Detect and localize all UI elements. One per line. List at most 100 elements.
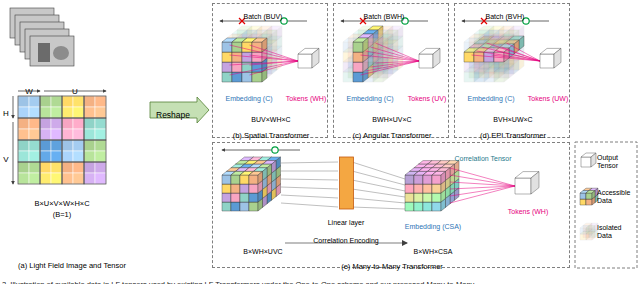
text-holder: Tokens (UV) [408,87,447,105]
cube-face [464,42,474,52]
cube-face [446,168,451,181]
feature-line [352,162,405,179]
cube-face [464,72,474,82]
tensor-grid-cell [51,107,62,118]
cube-face [514,30,519,44]
cube-face [419,54,433,68]
cube-face [258,171,263,184]
token-line [230,45,299,61]
view-image [30,36,74,66]
text-holder: BWH×UV×C [372,108,411,126]
tensor-grid-cell [73,151,84,162]
cube-face [393,30,398,44]
text-holder: Embedding (CSA) [405,215,461,233]
text-holder: Batch (BWH) [364,5,405,23]
token-line [487,43,541,61]
cube-face [232,52,242,62]
macro-pixel [84,118,106,140]
token-line [450,175,515,186]
legend-frame [575,142,637,268]
tensor-grid-cell [40,107,51,118]
linear-layer-bar [339,157,353,209]
tensor-grid-cell [95,107,106,118]
cube-face [272,30,277,44]
cube-face [298,54,312,68]
panel-text: Embedding (CSA) [405,223,461,231]
cube-face [231,193,240,202]
token-line [450,182,515,186]
linear-layer: Linear layer [326,157,367,223]
token-line [361,61,420,75]
tensor-grid-cell [73,129,84,140]
text-holder: BUV×WH×C [251,108,290,126]
panel-text: B×WH×CSA [414,248,453,256]
text-holder: Correlation Tensor [454,147,511,165]
linear-layer-shape [326,157,367,211]
feature-line [352,198,405,203]
legend-entry: Isolated Data [597,224,635,242]
text-holder: W [25,80,33,98]
cube-face [240,202,249,211]
text-holder: B×WH×UVC [243,240,282,258]
macro-pixel [18,162,40,184]
cube-face [455,161,460,174]
reshape-outline [150,97,209,123]
tensor-grid-cell [40,162,51,173]
light-field-illustration [10,8,106,184]
text-holder: Tokens (WH) [508,200,548,218]
cube-face [263,168,268,181]
cube-face [267,34,272,48]
text-holder: BVH×UW×C [493,108,532,126]
cube-face [222,42,232,52]
cube-face [272,161,277,174]
figure-label: W [25,87,33,96]
correlation-cell [432,171,446,184]
macro-pixel [18,96,40,118]
text-holder: H [3,102,9,120]
tensor-grid-cell [51,162,62,173]
text-holder: (B=1) [53,203,72,221]
reshape-arrow: Reshape [150,97,209,123]
text-holder: 2. Illustration of available data in LF … [2,273,474,284]
text-holder: Correlation Encoding [313,229,378,247]
cube-face [373,72,383,82]
cube-face [249,175,258,184]
token-line [502,47,541,61]
panel-text: (d) EPI Transformer [480,132,546,141]
tensor-illustration [341,18,440,82]
cube-face [231,175,240,184]
tensor-grid-cell [40,118,51,129]
token-line [450,186,515,203]
tensor-grid-cell [29,129,40,140]
cube-face [414,202,423,211]
tensor-grid-cell [73,118,84,129]
tensor-grid-cell [73,96,84,107]
macro-pixel [84,140,106,162]
panel-text: BVH×UW×C [493,116,532,124]
macro-pixel [84,162,106,184]
output-tensor [515,172,539,194]
output-tensor [298,48,319,68]
text-holder: Linear layer [328,211,365,229]
cube-face [519,26,524,40]
cube-face [474,72,484,82]
figure-label: V [3,155,8,164]
panel-text: Batch (BUV) [244,13,283,21]
cube-face [252,72,262,82]
legend-entry: Output Tensor [597,154,635,172]
tensor-grid-cell [84,140,95,151]
panel-text: (b) Spatial Transformer [233,132,310,141]
tensor-grid-cell [40,173,51,184]
feature-line [281,187,338,189]
feature-line [352,207,405,209]
tensor-grid-cell [62,162,73,173]
macro-pixel [84,96,106,118]
cube-face [267,164,272,177]
view-content [53,46,69,60]
cube-face [432,175,441,184]
axis-arrow [13,122,14,184]
text-holder: (a) Light Field Image and Tensor [18,254,126,272]
view-content [38,43,50,62]
cube-face [592,191,595,199]
tensor-grid-cell [51,96,62,107]
